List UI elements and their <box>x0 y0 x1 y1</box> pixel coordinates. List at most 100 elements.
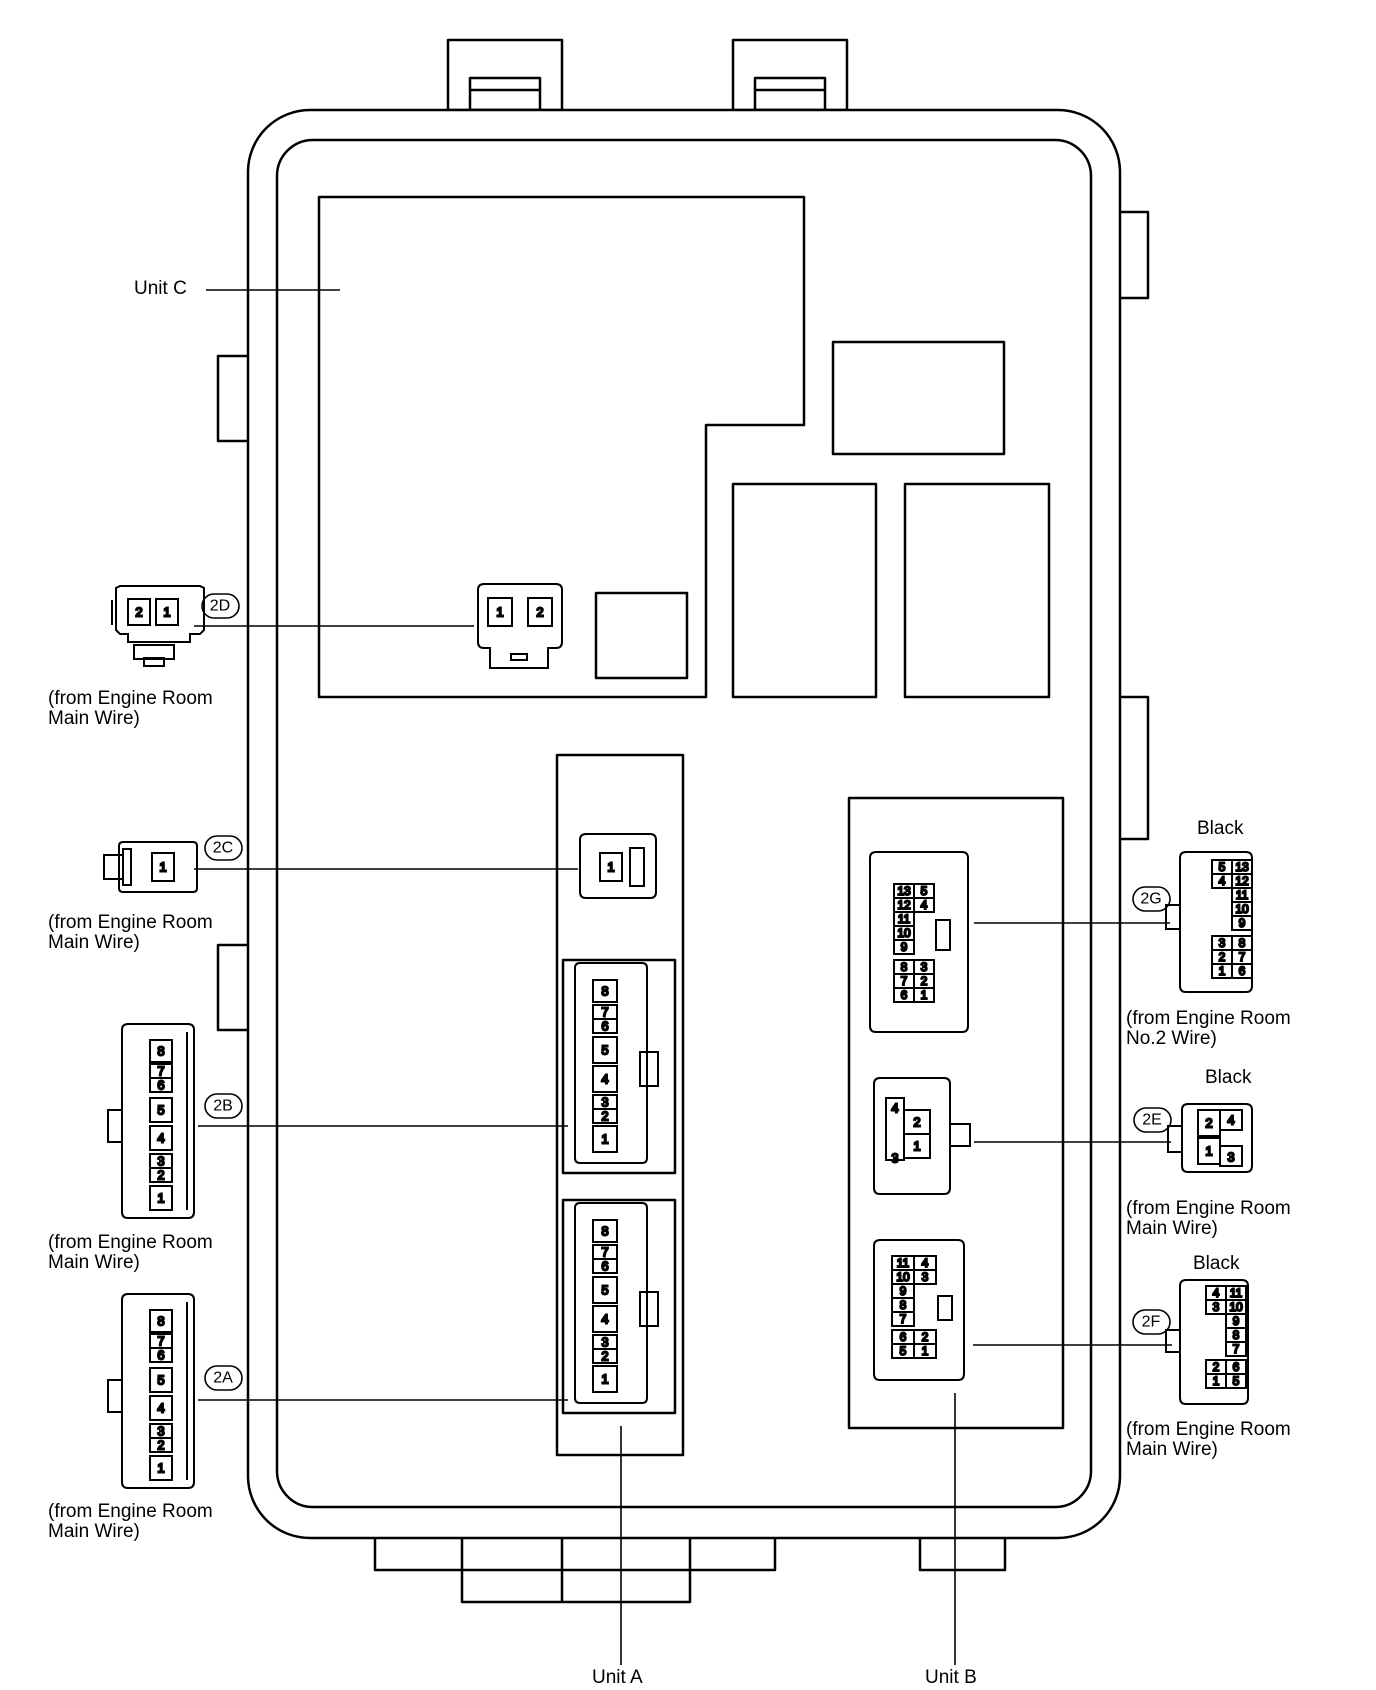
connector-2b-pin: 6 <box>157 1078 164 1093</box>
connector-2b-pin: 8 <box>157 1044 164 1059</box>
connector-2g-pin: 11 <box>1236 888 1249 902</box>
side-tab-right-lower <box>1116 695 1150 841</box>
connector-2g-plug: 5 13 4 12 11 10 9 3 8 2 7 1 6 <box>1165 851 1253 993</box>
connector-2f-socket-pin: 1 <box>922 1344 929 1358</box>
connector-id-labels: 2D 2C 2B 2A 2G 2E 2F <box>201 593 1172 1391</box>
connector-2g-socket-pin: 6 <box>901 988 908 1002</box>
connector-2f-pin: 2 <box>1213 1360 1220 1374</box>
connector-2g-pin: 7 <box>1239 950 1246 964</box>
connector-2b-pin: 7 <box>157 1064 164 1079</box>
connector-2d-socket: 1 2 <box>477 583 563 669</box>
connector-2f-pin: 1 <box>1213 1374 1220 1388</box>
connector-2a-pin: 8 <box>157 1314 164 1329</box>
connector-2g-socket-pin: 12 <box>897 898 911 912</box>
bottom-tab-3 <box>918 1534 1007 1572</box>
connector-2b-pin: 3 <box>157 1154 164 1169</box>
top-mount-tab-right <box>731 38 849 112</box>
connector-2b-pin: 1 <box>157 1191 164 1206</box>
connector-2g-pin: 3 <box>1219 936 1226 950</box>
bottom-tab-1 <box>373 1534 777 1572</box>
connector-2f-socket-pin: 4 <box>922 1256 929 1270</box>
connector-2b-socket-pin: 1 <box>601 1132 608 1147</box>
connector-2e-pin: 2 <box>1205 1116 1212 1131</box>
connector-2e-pin: 4 <box>1227 1113 1234 1128</box>
connector-2a-socket-pin: 3 <box>601 1335 608 1350</box>
connector-2g-socket-pin: 1 <box>921 988 928 1002</box>
connector-2f-color-label: Black <box>1193 1253 1240 1274</box>
side-tab-left-lower <box>216 943 252 1032</box>
connector-2b-socket-pin: 6 <box>601 1019 608 1034</box>
connector-2a-socket-pin: 2 <box>601 1349 608 1364</box>
connector-2f-socket-pin: 8 <box>900 1298 907 1312</box>
connector-2a-socket-pin: 1 <box>601 1372 608 1387</box>
connector-2e-socket-pin: 4 <box>891 1101 898 1116</box>
connector-2g-pin: 5 <box>1219 860 1226 874</box>
connector-2f-pin: 11 <box>1230 1286 1243 1300</box>
connector-2d-socket-pin: 2 <box>536 605 543 620</box>
connector-2f-pin: 9 <box>1233 1314 1240 1328</box>
connector-2c-pin: 1 <box>159 860 166 875</box>
unit-a-label: Unit A <box>592 1667 643 1688</box>
connector-2e-socket-pin: 1 <box>913 1139 920 1154</box>
connector-2a-pin: 3 <box>157 1424 164 1439</box>
connector-2e-pin: 3 <box>1227 1150 1234 1165</box>
connector-2f-socket-pin: 3 <box>922 1270 929 1284</box>
connector-2g-color-label: Black <box>1197 818 1244 839</box>
relay-block-2 <box>731 482 878 699</box>
connector-2e-plug: 2 4 1 3 <box>1167 1103 1253 1173</box>
connector-2f-socket-pin: 10 <box>896 1270 910 1284</box>
connector-2g-socket: 13 5 12 4 11 10 9 8 3 7 2 6 1 <box>869 851 969 1033</box>
connector-2b-socket: 8 7 6 5 4 3 2 1 <box>574 962 659 1164</box>
connector-2f-plug: 4 11 3 10 9 8 7 2 6 1 5 <box>1165 1279 1249 1405</box>
connector-2g-pin: 4 <box>1219 874 1226 888</box>
connector-2b-socket-pin: 8 <box>601 984 608 999</box>
connector-2g-socket-pin: 7 <box>901 974 908 988</box>
connector-2c-socket-pin: 1 <box>607 860 614 875</box>
connector-2b-plug: 8 7 6 5 4 3 2 1 <box>107 1023 195 1219</box>
fuse-box-inner-outline <box>275 138 1093 1509</box>
connector-2g-pin: 13 <box>1235 860 1249 874</box>
relay-block-3 <box>903 482 1051 699</box>
connector-2g-pin: 1 <box>1219 964 1226 978</box>
connector-2a-pin: 7 <box>157 1334 164 1349</box>
connector-2f-pin: 10 <box>1229 1300 1243 1314</box>
unit-a-frame <box>555 753 685 1457</box>
connector-2g-socket-pin: 13 <box>897 884 911 898</box>
connector-2g-id: 2G <box>1140 891 1161 908</box>
connector-2d-socket-pin: 1 <box>496 605 503 620</box>
connector-2e-pin: 1 <box>1205 1144 1212 1159</box>
connector-2a-plug: 8 7 6 5 4 3 2 1 <box>107 1293 195 1489</box>
connector-2f-socket-pin: 11 <box>897 1256 910 1270</box>
connector-2b-pin: 5 <box>157 1103 164 1118</box>
side-tab-right-upper <box>1116 210 1150 300</box>
side-tab-left-upper <box>216 354 252 443</box>
relay-block-1 <box>831 340 1006 456</box>
unit-c-block <box>317 195 806 699</box>
connector-2c-id: 2C <box>213 840 233 857</box>
connector-2b-socket-pin: 4 <box>601 1072 608 1087</box>
connector-2g-pin: 12 <box>1235 874 1249 888</box>
connector-2g-pin: 10 <box>1235 902 1249 916</box>
connector-2g-pin: 8 <box>1239 936 1246 950</box>
connector-2g-pin: 2 <box>1219 950 1226 964</box>
connector-2d-plug: 2 1 <box>111 585 205 667</box>
connector-2f-socket-pin: 7 <box>900 1312 907 1326</box>
connector-2e-id: 2E <box>1142 1112 1162 1129</box>
connector-2b-socket-pin: 3 <box>601 1095 608 1110</box>
connector-2f-socket-pin: 2 <box>922 1330 929 1344</box>
unit-a-socket-frame-2a <box>561 1198 677 1415</box>
connector-2d-id: 2D <box>210 598 230 615</box>
connector-2g-socket-pin: 3 <box>921 960 928 974</box>
connector-2a-socket-pin: 5 <box>601 1283 608 1298</box>
connector-2f-pin: 4 <box>1213 1286 1220 1300</box>
unit-b-frame <box>847 796 1065 1430</box>
connector-2f-pin: 6 <box>1233 1360 1240 1374</box>
connector-2f-id: 2F <box>1142 1314 1161 1331</box>
connector-2f-pin: 3 <box>1213 1300 1220 1314</box>
